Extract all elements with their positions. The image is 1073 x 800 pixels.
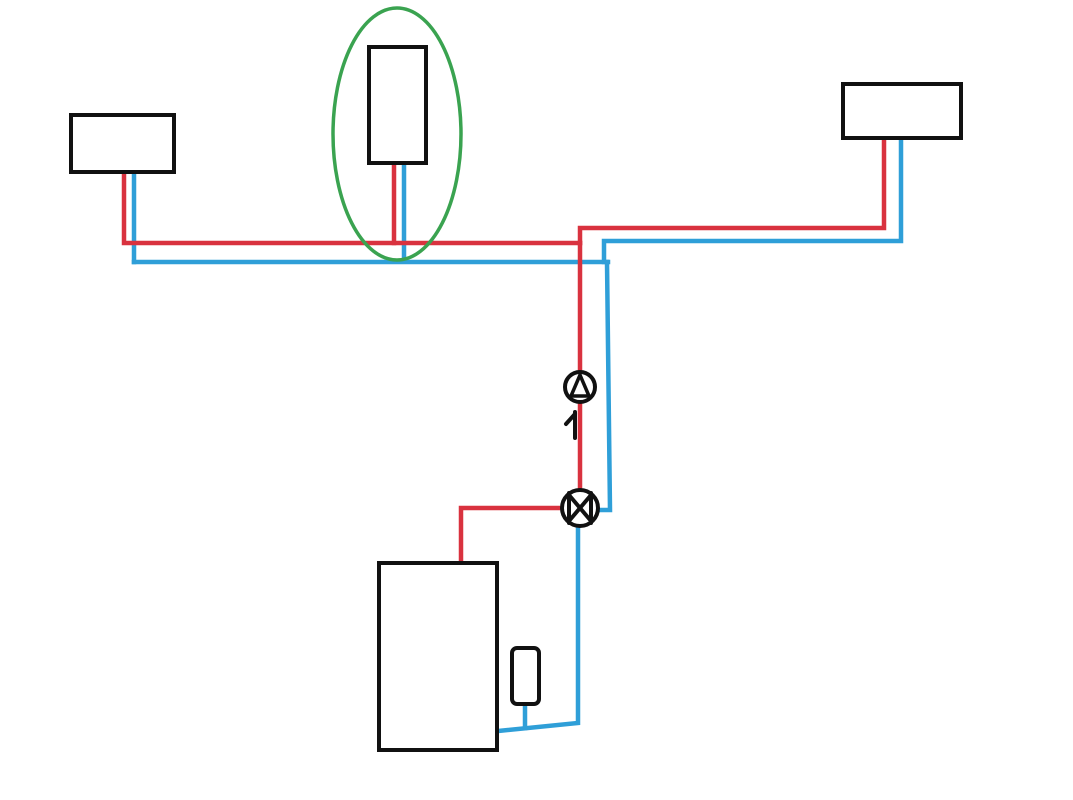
valve-cross-line-b <box>567 493 593 523</box>
cold-pipe-right-branch <box>601 135 904 265</box>
hot-pipe-boiler-supply <box>458 505 565 565</box>
three-way-valve <box>560 488 600 528</box>
cold-return-pipes <box>131 135 904 734</box>
cold-pipe-riser <box>595 259 613 513</box>
hot-pipe-right-branch <box>577 135 887 246</box>
boiler <box>377 561 499 752</box>
highlight-ellipse <box>331 6 463 262</box>
pump-triangle-icon <box>569 373 591 398</box>
hot-pipe-left-radiator <box>121 169 583 246</box>
radiator-left <box>69 113 176 174</box>
check-valve-icon <box>564 410 577 440</box>
circulation-pump <box>563 370 597 404</box>
radiator-right <box>841 82 963 140</box>
radiator-center-vertical <box>367 45 428 165</box>
hot-supply-pipes <box>121 135 887 565</box>
expansion-tank <box>510 646 541 706</box>
